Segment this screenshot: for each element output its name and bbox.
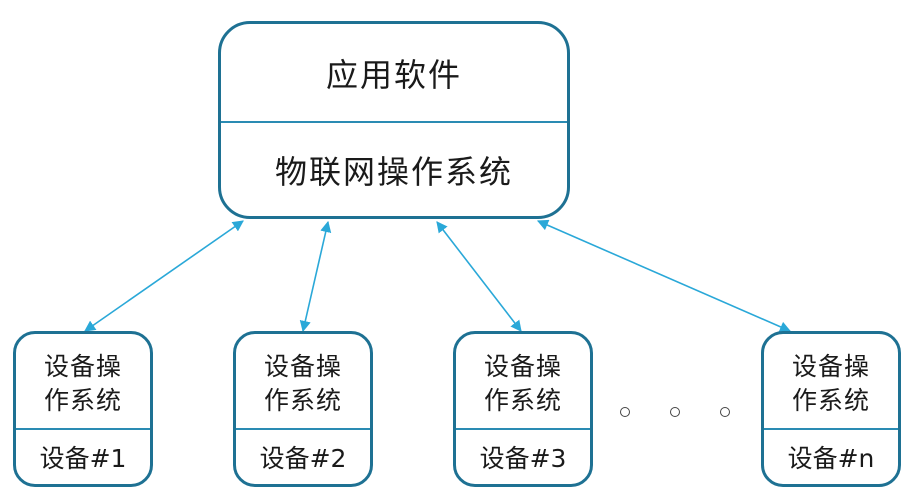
link-device-1 (84, 220, 244, 332)
link-device-n (536, 219, 792, 333)
device-box-divider (764, 428, 898, 430)
more-devices-ellipsis (620, 392, 730, 432)
device-os-label: 设备操 作系统 (16, 342, 150, 426)
device-box-1: 设备操 作系统 设备#1 (13, 331, 153, 487)
device-os-line-1: 设备操 (791, 352, 870, 381)
ellipsis-dot-2 (670, 407, 680, 417)
device-os-label: 设备操 作系统 (764, 342, 898, 426)
device-os-line-2: 作系统 (483, 386, 562, 415)
link-device-3 (436, 221, 522, 332)
device-name: 设备#2 (259, 444, 347, 473)
device-box-divider (16, 428, 150, 430)
iot-os-label: 物联网操作系统 (274, 152, 513, 191)
device-box-3: 设备操 作系统 设备#3 (453, 331, 593, 487)
device-box-divider (236, 428, 370, 430)
device-os-label: 设备操 作系统 (456, 342, 590, 426)
application-software-label: 应用软件 (325, 55, 462, 94)
device-os-line-1: 设备操 (263, 352, 342, 381)
device-os-line-2: 作系统 (263, 386, 342, 415)
device-os-line-1: 设备操 (483, 352, 562, 381)
main-box-divider (221, 121, 567, 123)
ellipsis-dot-1 (620, 407, 630, 417)
device-name: 设备#n (787, 444, 875, 473)
device-box-2: 设备操 作系统 设备#2 (233, 331, 373, 487)
iot-os-box: 应用软件 物联网操作系统 (218, 21, 570, 219)
device-box-n: 设备操 作系统 设备#n (761, 331, 901, 487)
device-name: 设备#3 (479, 444, 567, 473)
device-os-line-1: 设备操 (43, 352, 122, 381)
device-box-divider (456, 428, 590, 430)
device-os-label: 设备操 作系统 (236, 342, 370, 426)
device-name: 设备#1 (39, 444, 127, 473)
device-os-line-2: 作系统 (43, 386, 122, 415)
link-device-2 (299, 220, 332, 333)
ellipsis-dot-3 (720, 407, 730, 417)
device-os-line-2: 作系统 (791, 386, 870, 415)
